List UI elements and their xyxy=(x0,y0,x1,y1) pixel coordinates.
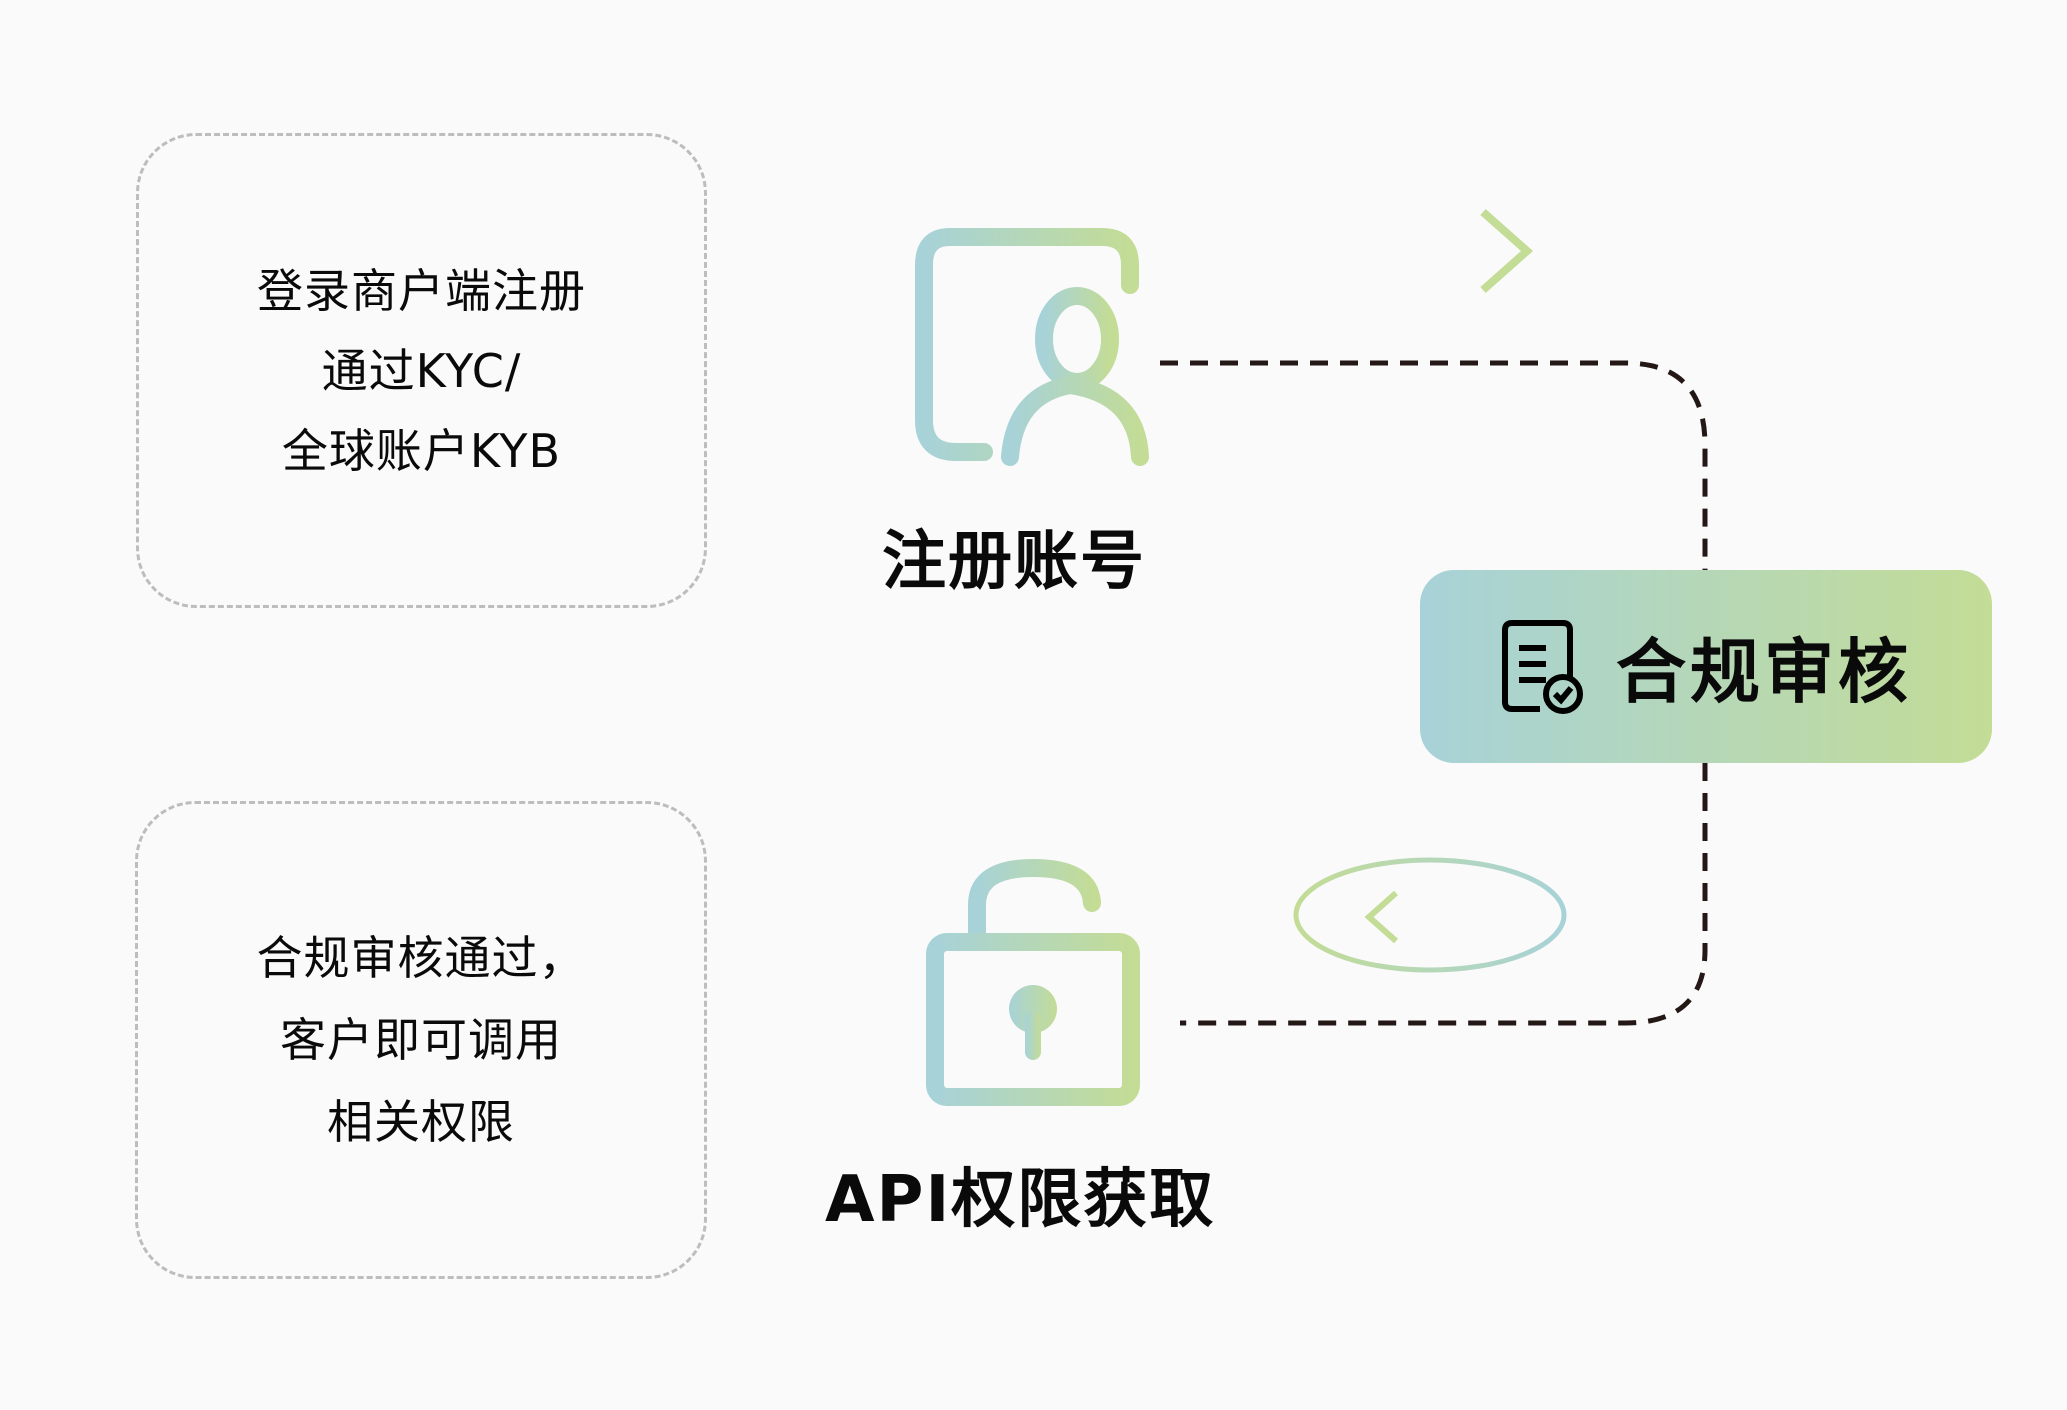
note-line: 合规审核通过， xyxy=(256,931,586,985)
user-document-icon xyxy=(915,228,1149,466)
unlocked-padlock-icon xyxy=(926,858,1140,1106)
arrow-right-icon xyxy=(1330,209,1534,293)
connector-register-to-review xyxy=(1160,360,1708,570)
connector-review-to-api xyxy=(1180,763,1708,1026)
note-register: 登录商户端注册 通过KYC/ 全球账户KYB xyxy=(136,133,707,608)
note-line: 相关权限 xyxy=(327,1095,515,1149)
step-review-label: 合规审核 xyxy=(1616,631,1912,713)
step-register-label: 注册账号 xyxy=(882,525,1146,599)
note-register-text: 登录商户端注册 通过KYC/ 全球账户KYB xyxy=(257,251,586,491)
document-check-icon xyxy=(1502,619,1583,714)
note-api-text: 合规审核通过， 客户即可调用 相关权限 xyxy=(257,917,586,1163)
arrow-left-circled-icon xyxy=(1293,857,1567,973)
note-line: 客户即可调用 xyxy=(280,1013,562,1067)
keyhole-icon xyxy=(1009,985,1057,1060)
note-line: 全球账户KYB xyxy=(281,423,562,478)
note-line: 通过KYC/ xyxy=(321,343,522,398)
step-api-label: API权限获取 xyxy=(825,1163,1216,1237)
note-api: 合规审核通过， 客户即可调用 相关权限 xyxy=(135,801,707,1279)
note-line: 登录商户端注册 xyxy=(257,263,586,318)
step-review-card: 合规审核 xyxy=(1420,570,1992,763)
